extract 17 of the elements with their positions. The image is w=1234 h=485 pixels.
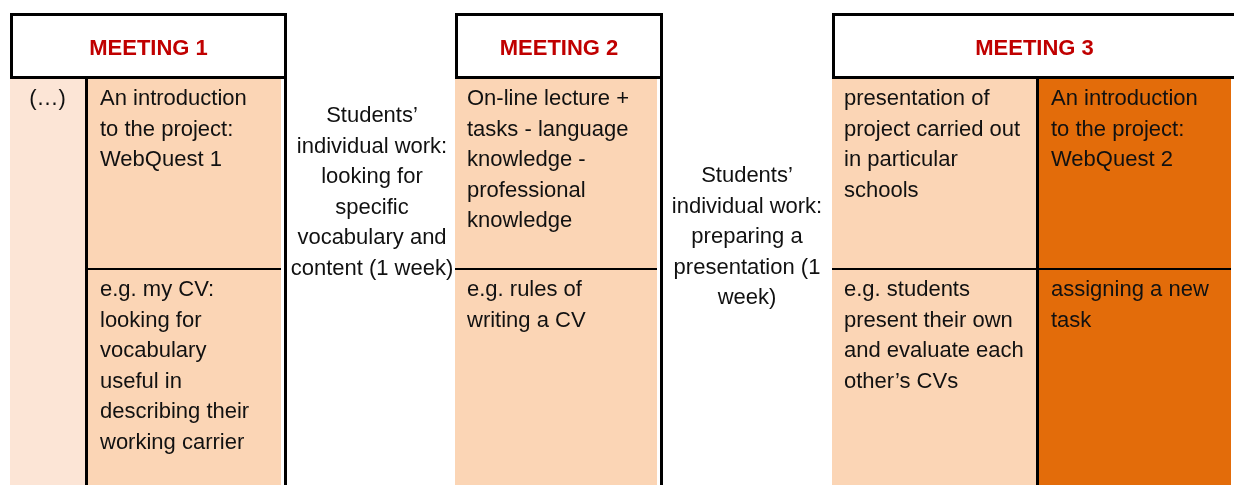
table-cell: An introduction to the project: WebQuest 2	[1036, 79, 1231, 268]
meeting-panel	[10, 13, 287, 485]
note-text: Students’ individual work: looking for specific vocabulary and content (1 week)	[290, 101, 454, 282]
meeting-heading: MEETING 3	[975, 34, 1094, 61]
table-cell: An introduction to the project: WebQuest 1	[85, 79, 281, 268]
meeting-panel	[832, 13, 1234, 485]
table-cell: e.g. students present their own and evaluate each other’s CVs	[832, 268, 1036, 485]
meeting-panel	[455, 13, 663, 485]
table-cell: presentation of project carried out in particular schools	[832, 79, 1036, 268]
note-text: Students’ individual work: preparing a presentation (1 week)	[670, 161, 824, 311]
meeting-heading: MEETING 2	[499, 34, 619, 61]
meeting-heading: MEETING 1	[89, 34, 208, 61]
table-cell: e.g. rules of writing a CV	[455, 268, 657, 485]
table-cell: On-line lecture + tasks - language knowledge - professional knowledge	[455, 79, 657, 268]
table-cell: assigning a new task	[1036, 268, 1231, 485]
table-cell: (…)	[10, 79, 85, 485]
table-cell: e.g. my CV: looking for vocabulary useful in describing their working carrier	[85, 268, 281, 485]
